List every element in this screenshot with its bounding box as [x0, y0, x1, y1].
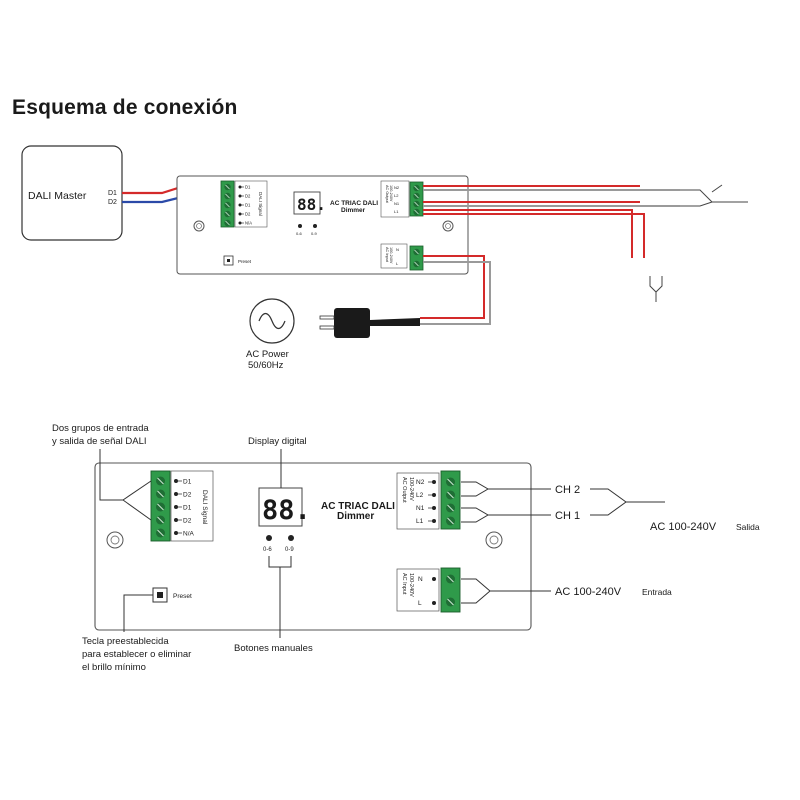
- bottom-button-right-label: 0-9: [285, 547, 294, 553]
- ac-power-label-2: 50/60Hz: [248, 360, 284, 371]
- callout-preset-line-2: para establecer o eliminar: [82, 649, 191, 660]
- top-button-right-label: 0-9: [311, 231, 318, 236]
- top-device-title-1: AC TRIAC DALI: [330, 200, 378, 207]
- input-word-label: Entrada: [642, 587, 672, 597]
- callout-preset-line-1: Tecla preestablecida: [82, 636, 169, 647]
- dali-master-label: DALI Master: [28, 190, 87, 202]
- bottom-out-terminal-n1: N1: [416, 505, 425, 512]
- top-preset-label: Preset: [238, 259, 252, 264]
- top-digital-display: [293, 191, 321, 215]
- top-button-right[interactable]: [313, 224, 317, 228]
- diagram-title: Esquema de conexión: [12, 96, 238, 119]
- top-dali-terminal-4: D2: [245, 212, 251, 217]
- bottom-output-connection-lines: [461, 481, 665, 604]
- bottom-mount-hole-left: [106, 531, 124, 549]
- master-d1-label: D1: [108, 190, 117, 197]
- top-output-plug-symbol: [649, 184, 748, 302]
- bottom-out-terminal-l1: L1: [416, 518, 424, 525]
- top-input-label-panel: [380, 243, 408, 269]
- bottom-in-terminal-l: L: [418, 600, 422, 607]
- top-out-terminal-n2: N2: [394, 185, 400, 190]
- top-mount-hole-left: [193, 220, 205, 232]
- callout-dali-line-1: Dos grupos de entrada: [52, 423, 149, 434]
- ch2-label: CH 2: [555, 484, 580, 496]
- top-display-digits: 88.: [297, 195, 326, 214]
- top-in-terminal-l: L: [396, 261, 399, 266]
- bottom-preset-label: Preset: [173, 593, 192, 600]
- top-input-label-1: AC Input: [385, 247, 389, 263]
- top-mount-hole-right: [442, 220, 454, 232]
- bottom-display-digits: 88.: [262, 495, 311, 526]
- top-dali-terminal-3: D1: [245, 203, 251, 208]
- bottom-diagram: D1 D2 D1 D2 N/A DALI Signal 88. 0-6 0-9 …: [52, 423, 760, 673]
- callout-buttons-label: Botones manuales: [234, 643, 313, 654]
- top-dali-signal-label: DALI Signal: [258, 192, 263, 216]
- bottom-output-label-2: 100-240V: [408, 477, 414, 501]
- bottom-mount-hole-right: [485, 531, 503, 549]
- top-input-terminal-block: [409, 245, 424, 271]
- bottom-device-title-1: AC TRIAC DALI: [321, 501, 395, 512]
- bottom-dali-terminal-3: D1: [183, 505, 192, 512]
- bottom-out-terminal-n2: N2: [416, 479, 425, 486]
- top-out-terminal-n1: N1: [394, 201, 400, 206]
- bottom-dali-terminal-5: N/A: [183, 531, 195, 538]
- top-diagram: DALI Master D1 D2 D1 D2 D1 D2 N/A: [21, 145, 748, 371]
- top-dali-terminal-2: D2: [245, 194, 251, 199]
- ac-power-plug: [319, 308, 420, 338]
- bottom-input-label-2: 100-240V: [408, 573, 414, 597]
- top-in-terminal-n: N: [396, 247, 399, 252]
- top-out-terminal-l2: L2: [394, 193, 399, 198]
- top-output-label-1: AC Output: [385, 185, 389, 204]
- bottom-dali-terminal-1: D1: [183, 479, 192, 486]
- callout-buttons-pointer: [268, 556, 292, 638]
- ch1-label: CH 1: [555, 510, 580, 522]
- bottom-input-label-1: AC Input: [401, 573, 407, 595]
- top-out-terminal-l1: L1: [394, 209, 399, 214]
- bottom-input-terminal-block: [440, 567, 461, 613]
- top-output-wires: [423, 185, 680, 258]
- bottom-out-terminal-l2: L2: [416, 492, 424, 499]
- output-word-label: Salida: [736, 522, 760, 532]
- bottom-output-label-1: AC Output: [401, 477, 407, 503]
- top-output-label-2: 100-240V: [389, 185, 393, 202]
- bottom-dali-terminal-2: D2: [183, 492, 192, 499]
- input-voltage-label: AC 100-240V: [555, 586, 622, 598]
- bottom-in-terminal-n: N: [418, 576, 423, 583]
- bottom-button-left-label: 0-6: [263, 547, 272, 553]
- bottom-output-terminal-block: [440, 470, 461, 530]
- ac-power-label-1: AC Power: [246, 349, 289, 360]
- top-dali-terminal-5: N/A: [245, 221, 252, 226]
- bottom-dali-signal-label: DALI Signal: [201, 490, 208, 525]
- output-voltage-label: AC 100-240V: [650, 521, 717, 533]
- top-device-title-2: Dimmer: [341, 207, 366, 214]
- bottom-button-left[interactable]: [266, 535, 272, 541]
- callout-preset-line-3: el brillo mínimo: [82, 662, 146, 673]
- callout-dali-line-2: y salida de señal DALI: [52, 436, 147, 447]
- top-input-label-2: 100-240V: [389, 247, 393, 264]
- master-d2-label: D2: [108, 199, 117, 206]
- top-button-left[interactable]: [298, 224, 302, 228]
- bottom-device-title-2: Dimmer: [337, 511, 374, 522]
- callout-display-label: Display digital: [248, 436, 307, 447]
- bottom-dali-label-panel: [170, 470, 214, 542]
- bottom-input-label-panel: [396, 568, 440, 612]
- bottom-dali-terminal-4: D2: [183, 518, 192, 525]
- callout-preset-pointer: [123, 594, 153, 632]
- top-button-left-label: 0-6: [296, 231, 303, 236]
- top-input-wires: [420, 255, 491, 325]
- sine-wave-icon: [258, 312, 286, 330]
- top-dali-terminal-1: D1: [245, 185, 251, 190]
- bottom-button-right[interactable]: [288, 535, 294, 541]
- top-output-label-panel: [380, 180, 410, 218]
- callout-dali-pointer: [99, 449, 152, 521]
